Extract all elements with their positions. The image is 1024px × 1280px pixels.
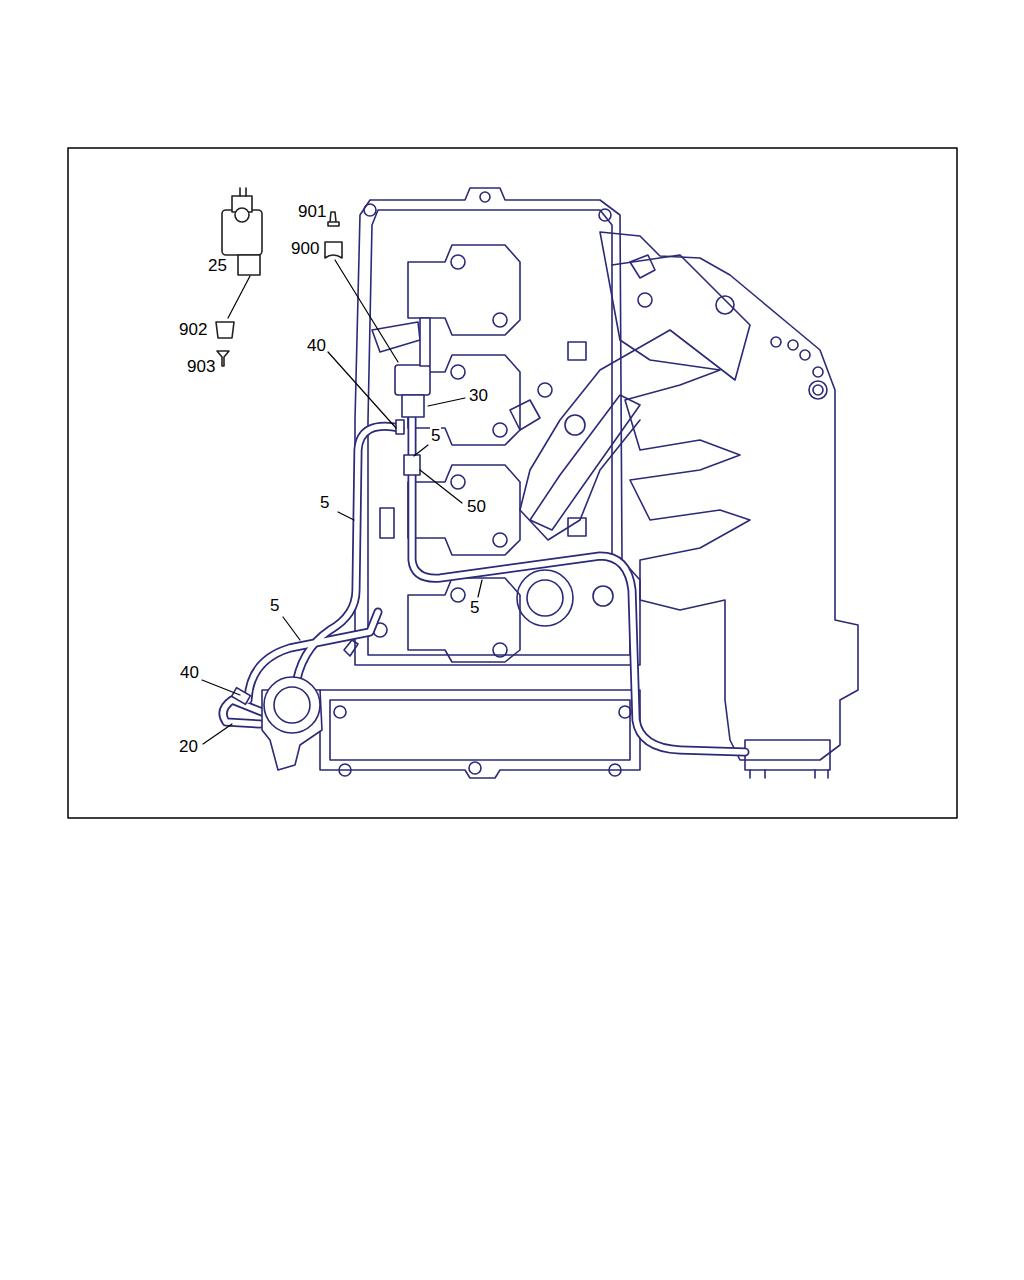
callout-number: 40 — [179, 664, 200, 682]
callout-number: 5 — [269, 597, 280, 615]
pump — [232, 677, 322, 770]
ignition-coils — [408, 245, 540, 662]
intake-manifold — [520, 232, 858, 778]
callout-number: 901 — [297, 203, 327, 221]
cylinder-head-cover — [355, 188, 640, 665]
callout-number: 5 — [469, 599, 480, 617]
solenoid-valve — [222, 188, 262, 275]
small-parts — [216, 212, 342, 366]
frame — [68, 148, 957, 818]
callout-number: 30 — [468, 387, 489, 405]
callout-number: 50 — [466, 498, 487, 516]
lower-housing — [320, 508, 640, 778]
valve — [372, 318, 430, 475]
callout-number: 25 — [207, 257, 228, 275]
callout-number: 5 — [319, 494, 330, 512]
callout-number: 900 — [290, 240, 320, 258]
callout-number: 902 — [178, 321, 208, 339]
callout-number: 20 — [178, 738, 199, 756]
leader-lines — [202, 260, 482, 744]
callout-number: 40 — [306, 337, 327, 355]
callout-number: 903 — [186, 358, 216, 376]
callout-number: 5 — [430, 427, 441, 445]
hoses — [223, 418, 745, 752]
